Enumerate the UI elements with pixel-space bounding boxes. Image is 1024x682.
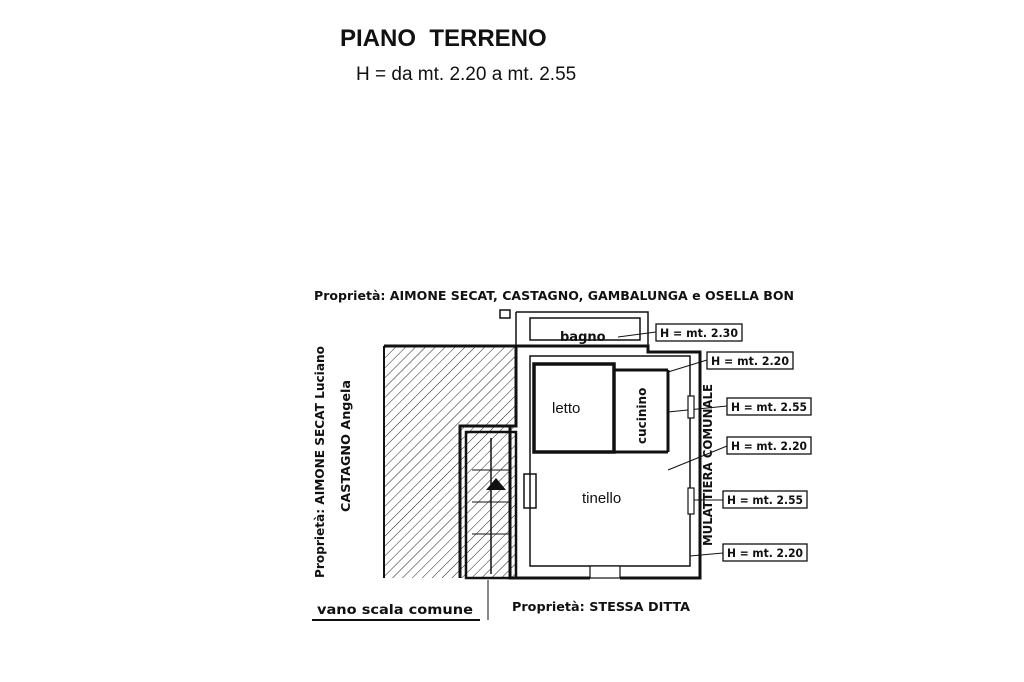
height-box-5 [722,490,808,509]
height-box-2 [706,351,794,370]
height-leader-2 [667,359,708,373]
letto-walls [532,362,616,454]
height-label-6: H = mt. 2.20 [727,546,803,560]
height-leader-4 [667,445,728,471]
height-box-4 [726,436,812,455]
height-label-1: H = mt. 2.30 [660,326,738,340]
neighbor-hatched-area [384,346,516,578]
stair-landing [523,473,537,509]
page-subtitle: H = da mt. 2.20 a mt. 2.55 [356,64,576,85]
room-cucinino: cucinino [635,388,649,444]
height-box-3 [726,397,812,416]
house-inner-outline [529,355,691,567]
height-label-2: H = mt. 2.20 [711,354,789,368]
room-bagno: bagno [560,330,606,345]
height-label-3: H = mt. 2.55 [731,400,807,414]
neighbor-outline [384,344,518,578]
bagno-walls [515,311,649,346]
east-window-1 [687,395,695,419]
stair-label: vano scala comune [317,603,473,618]
page-title: PIANO TERRENO [340,25,547,52]
height-box-1 [655,323,743,342]
room-tinello: tinello [582,490,621,507]
east-road-label: MULATTIERA COMUNALE [701,384,715,546]
height-label-5: H = mt. 2.55 [727,493,803,507]
cucinino-walls [614,368,670,454]
south-owner-label: Proprietà: STESSA DITTA [512,599,690,614]
chimney-square [499,309,511,319]
height-leader-3 [667,405,728,413]
height-leader-6 [689,552,724,557]
east-window-2 [687,487,695,515]
stair-arrow-icon [486,478,506,490]
house-outer-walls [508,344,702,580]
height-label-4: H = mt. 2.20 [731,439,807,453]
west-owner-label-1: Proprietà: AIMONE SECAT Luciano [313,346,327,578]
height-box-6 [722,543,808,562]
room-letto: letto [552,400,580,417]
stair-well [464,430,518,580]
height-leader-1 [617,331,657,338]
west-owner-label-2: CASTAGNO Angela [339,380,353,512]
north-owner-label: Proprietà: AIMONE SECAT, CASTAGNO, GAMBA… [314,288,794,303]
south-window [589,565,621,579]
